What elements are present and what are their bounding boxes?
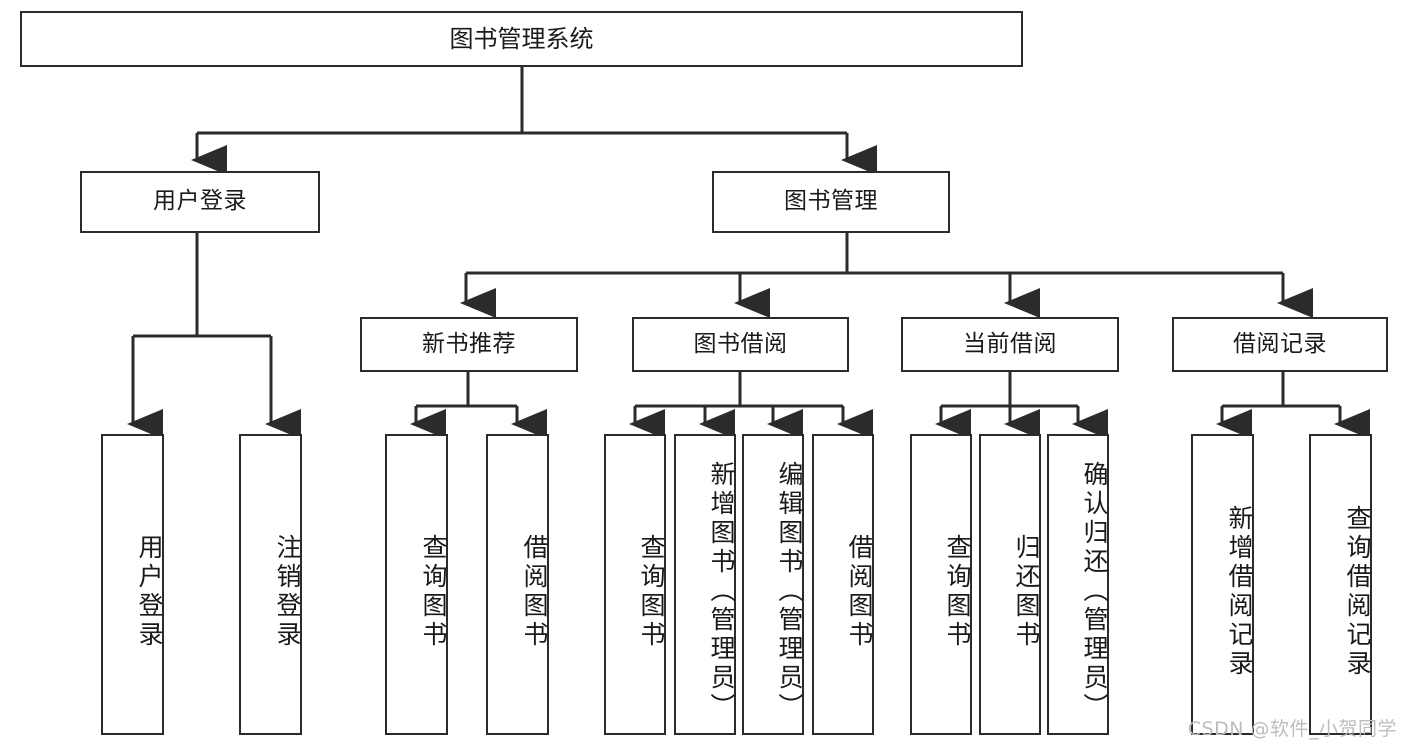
leaf-cb-confirm-return-admin[interactable]: 确认归还（管理员） <box>1047 434 1109 735</box>
leaf-bb-query-book[interactable]: 查询图书 <box>604 434 666 735</box>
leaf-nb-borrow-book[interactable]: 借阅图书 <box>486 434 549 735</box>
node-label: 图书管理系统 <box>449 24 594 53</box>
node-label: 注销登录 <box>273 533 302 650</box>
node-label: 借阅图书 <box>520 533 549 650</box>
node-user-login[interactable]: 用户登录 <box>80 171 320 233</box>
leaf-bb-borrow-book[interactable]: 借阅图书 <box>812 434 874 735</box>
node-label: 编辑图书（管理员） <box>775 461 804 722</box>
leaf-user-login[interactable]: 用户登录 <box>101 434 164 735</box>
leaf-logout[interactable]: 注销登录 <box>239 434 302 735</box>
leaf-nb-query-book[interactable]: 查询图书 <box>385 434 448 735</box>
node-new-book-recommend[interactable]: 新书推荐 <box>360 317 578 372</box>
leaf-br-query-record[interactable]: 查询借阅记录 <box>1309 434 1372 735</box>
node-label: 查询借阅记录 <box>1343 504 1372 679</box>
node-label: 新书推荐 <box>422 330 516 357</box>
node-borrow-record[interactable]: 借阅记录 <box>1172 317 1388 372</box>
leaf-cb-return-book[interactable]: 归还图书 <box>979 434 1041 735</box>
node-label: 借阅记录 <box>1233 330 1327 357</box>
leaf-bb-edit-book-admin[interactable]: 编辑图书（管理员） <box>742 434 804 735</box>
csdn-watermark: CSDN @软件_小贺同学 <box>1187 718 1397 740</box>
node-label: 查询图书 <box>637 533 666 650</box>
node-label: 新增借阅记录 <box>1225 504 1254 679</box>
leaf-cb-query-book[interactable]: 查询图书 <box>910 434 972 735</box>
node-label: 新增图书（管理员） <box>707 461 736 722</box>
node-current-borrow[interactable]: 当前借阅 <box>901 317 1119 372</box>
node-label: 当前借阅 <box>963 330 1057 357</box>
node-label: 归还图书 <box>1012 533 1041 650</box>
node-label: 借阅图书 <box>845 533 874 650</box>
node-label: 图书借阅 <box>693 330 788 357</box>
node-label: 图书管理 <box>784 188 878 215</box>
node-label: 查询图书 <box>943 533 972 650</box>
node-label: 用户登录 <box>153 188 247 215</box>
node-root-book-management-system[interactable]: 图书管理系统 <box>20 11 1023 67</box>
node-label: 确认归还（管理员） <box>1080 461 1109 722</box>
leaf-bb-add-book-admin[interactable]: 新增图书（管理员） <box>674 434 736 735</box>
node-book-borrow[interactable]: 图书借阅 <box>632 317 849 372</box>
node-label: 用户登录 <box>135 533 164 650</box>
leaf-br-add-record[interactable]: 新增借阅记录 <box>1191 434 1254 735</box>
node-label: 查询图书 <box>419 533 448 650</box>
node-book-management[interactable]: 图书管理 <box>712 171 950 233</box>
